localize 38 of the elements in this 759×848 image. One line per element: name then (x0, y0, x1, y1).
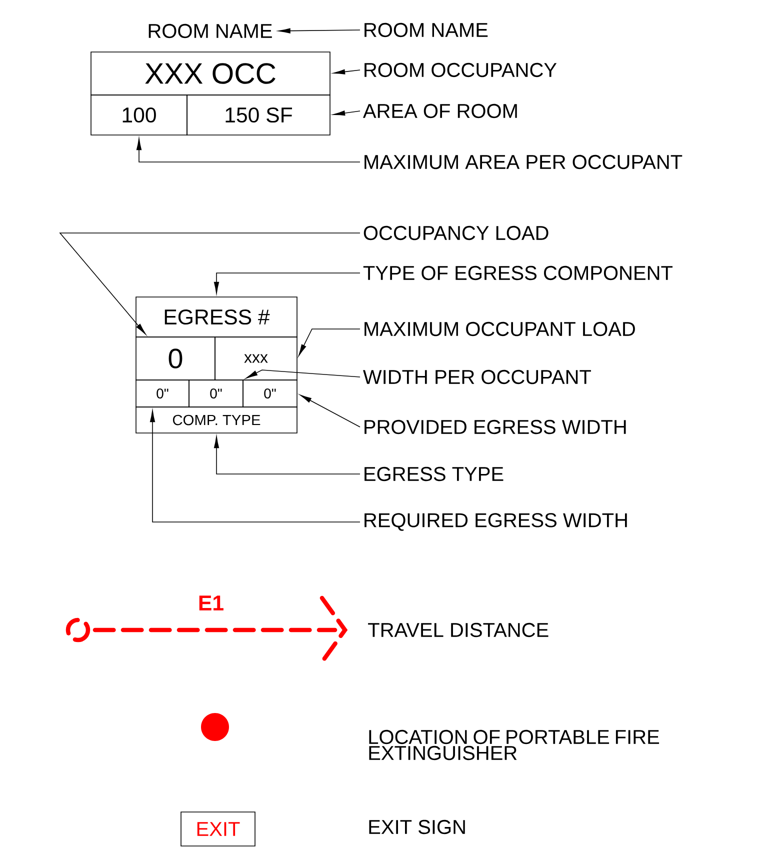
leader-line (136, 138, 360, 162)
tag-cell: 100 (90, 94, 188, 136)
tag-cell: COMP. TYPE (136, 406, 298, 434)
leader-line (150, 410, 360, 522)
callout-text: MAXIMUM OCCUPANT LOAD (364, 322, 635, 336)
callout-text: ROOM NAME (364, 22, 488, 38)
tag-cell: EGRESS # (136, 296, 298, 338)
legend-text: LOCATION OF PORTABLE FIRE EXTINGUISHER (369, 730, 660, 760)
tag-text: ROOM NAME (148, 24, 272, 38)
callout-text: TYPE OF EGRESS COMPONENT (363, 266, 673, 280)
route-label: E1 (199, 596, 224, 610)
tag-cell: 0 (136, 336, 216, 380)
leader-line (246, 370, 360, 378)
leader-line (278, 28, 360, 34)
leader-line (333, 69, 360, 74)
tag-cell: xxx (214, 336, 298, 380)
callout-text: REQUIRED EGRESS WIDTH (364, 513, 627, 531)
leader-line (300, 394, 360, 428)
tag-cell: XXX OCC (90, 52, 330, 96)
legend-text: EXIT SIGN (369, 820, 465, 834)
legend-text: TRAVEL DISTANCE (368, 622, 548, 638)
leader-line (214, 436, 360, 474)
tag-cell: 0" (136, 380, 190, 408)
tag-cell: 0" (188, 380, 244, 408)
callout-text: WIDTH PER OCCUPANT (363, 370, 591, 384)
leader-line (59, 232, 360, 334)
callout-text: PROVIDED EGRESS WIDTH (364, 420, 626, 434)
callout-text: ROOM OCCUPANCY (364, 62, 557, 78)
callout-text: EGRESS TYPE (364, 466, 504, 482)
callout-text: MAXIMUM AREA PER OCCUPANT (364, 154, 682, 170)
callout-text: AREA OF ROOM (362, 104, 517, 118)
callout-text: OCCUPANCY LOAD (364, 226, 548, 240)
leader-line (214, 272, 360, 294)
leader-line (333, 110, 360, 116)
leader-line (298, 328, 360, 356)
tag-cell: 150 SF (186, 94, 330, 136)
exit-sign: EXIT (180, 812, 256, 846)
tag-cell: 0" (242, 380, 298, 408)
